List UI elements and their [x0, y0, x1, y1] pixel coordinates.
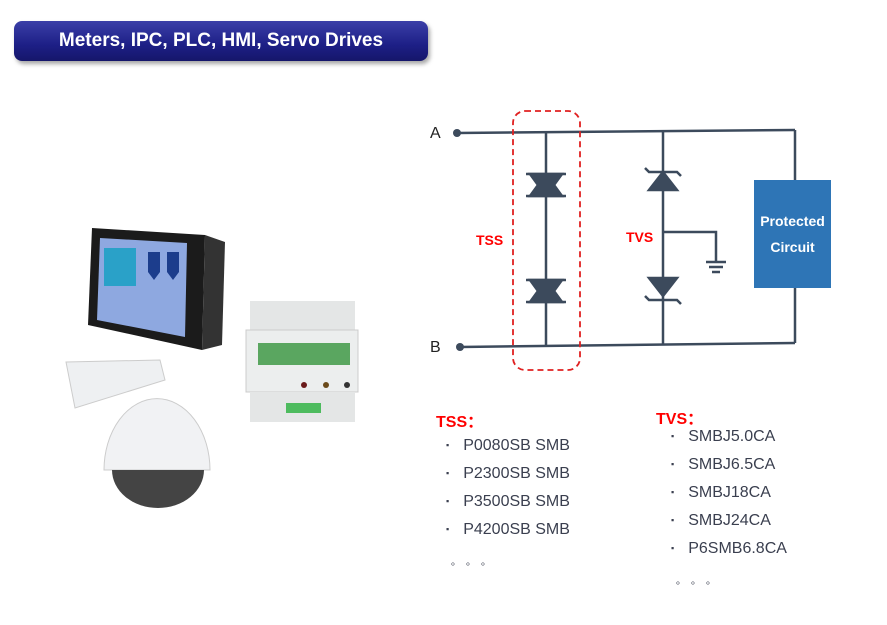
list-item: P4200SB SMB: [446, 515, 570, 543]
protected-circuit-box: Protected Circuit: [754, 180, 831, 288]
tss-label: TSS: [476, 232, 504, 248]
node-a-dot: [453, 129, 461, 137]
node-b-dot: [456, 343, 464, 351]
ground-wire: [663, 230, 718, 262]
line-b: [459, 341, 796, 349]
tss-part-list: P0080SB SMB P2300SB SMB P3500SB SMB P420…: [446, 431, 570, 543]
node-b-label: B: [430, 339, 441, 356]
tvs-diode-lower-icon: [644, 276, 682, 305]
dome-camera-image: [65, 359, 211, 508]
tss-thyristor-upper-icon: [526, 171, 566, 199]
tvs-diode-upper-icon: [644, 167, 682, 192]
tss-dashed-box: [512, 110, 581, 371]
tss-list-heading: TSS：: [436, 414, 484, 431]
title-banner: Meters, IPC, PLC, HMI, Servo Drives: [14, 21, 428, 61]
node-a-label: A: [430, 125, 441, 142]
energy-meter-image: [245, 301, 359, 422]
line-a: [456, 128, 796, 135]
list-item: SMBJ24CA: [671, 506, 787, 534]
tvs-part-list: SMBJ5.0CA SMBJ6.5CA SMBJ18CA SMBJ24CA P6…: [671, 422, 787, 562]
tss-thyristor-lower-icon: [526, 277, 566, 305]
list-item: P6SMB6.8CA: [671, 534, 787, 562]
list-item: P2300SB SMB: [446, 459, 570, 487]
tss-more: 。。。: [451, 557, 501, 568]
hmi-panel-image: [88, 228, 225, 350]
list-item: SMBJ18CA: [671, 478, 787, 506]
tvs-more: 。。。: [676, 576, 726, 587]
list-item: SMBJ5.0CA: [671, 422, 787, 450]
tvs-label: TVS: [626, 229, 654, 245]
list-item: P0080SB SMB: [446, 431, 570, 459]
list-item: P3500SB SMB: [446, 487, 570, 515]
list-item: SMBJ6.5CA: [671, 450, 787, 478]
